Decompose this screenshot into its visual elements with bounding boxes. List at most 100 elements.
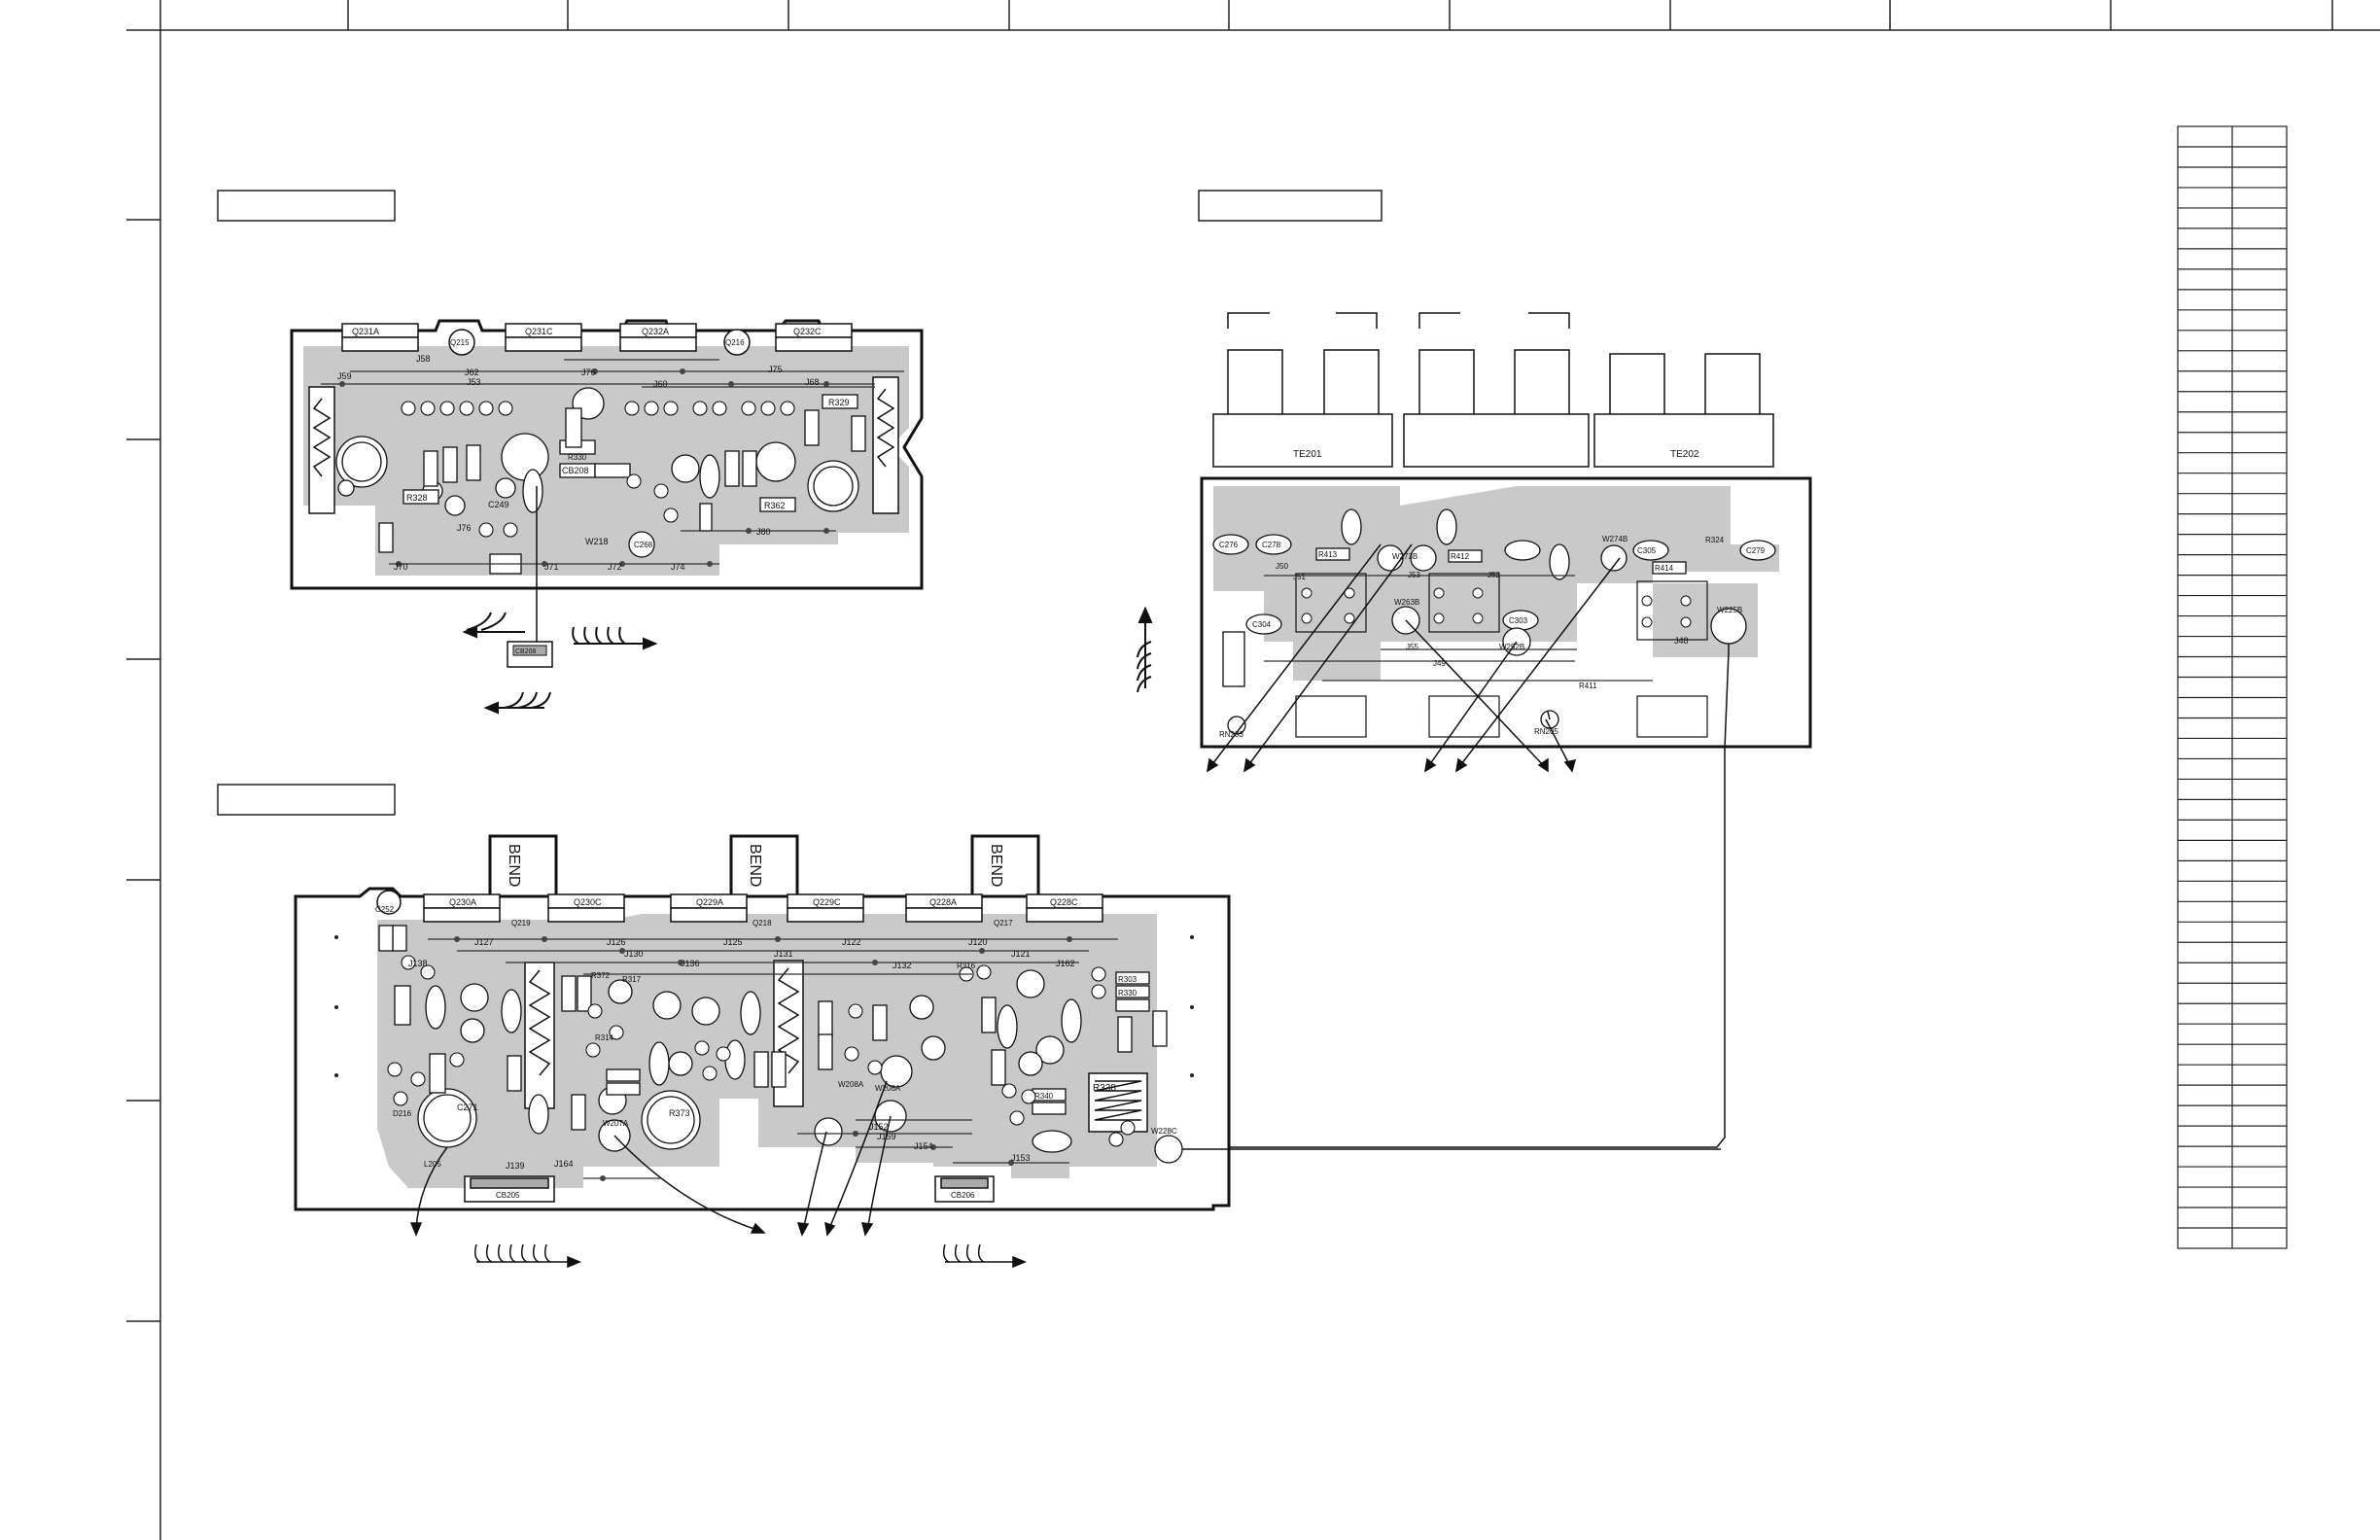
- pads: [387, 955, 1136, 1147]
- jumper-label: J154: [914, 1141, 933, 1151]
- jumper-label: J59: [337, 371, 352, 381]
- transistor-label: Q231A: [352, 327, 379, 336]
- caption-box-top-right: [1198, 190, 1382, 222]
- transistor-label: Q216: [725, 338, 745, 347]
- jumper-label: J72: [608, 562, 622, 572]
- part-label: R329: [828, 398, 850, 407]
- part-label: W208A: [838, 1080, 864, 1089]
- jumper-label: J164: [554, 1159, 574, 1169]
- transistor-label: Q232C: [793, 327, 822, 336]
- part-label: W228C: [1151, 1127, 1177, 1136]
- jumper-label: J58: [416, 354, 431, 364]
- board-bottom: BEND BEND BEND Q230A Q230C Q229A Q229C Q…: [294, 834, 1721, 1269]
- part-label: R373: [669, 1108, 690, 1118]
- right-table: [2177, 125, 2288, 1249]
- part-label: R411: [1579, 682, 1597, 690]
- part-label: W206A: [875, 1084, 901, 1093]
- part-label: C276: [1219, 541, 1239, 549]
- transistor-label: Q230A: [449, 897, 476, 907]
- board-top-left: Q231A Q231C Q232A Q232C Q215 Q216: [290, 319, 924, 715]
- part-label: C304: [1252, 620, 1272, 629]
- jumper-label: J125: [723, 937, 743, 947]
- part-label: C268: [634, 541, 653, 549]
- part-label: W218: [585, 537, 609, 546]
- parts: [335, 387, 866, 575]
- part-label: W274B: [1602, 535, 1628, 543]
- jumper-label: J127: [474, 937, 494, 947]
- connectors: [464, 1175, 995, 1203]
- part-label: R328: [406, 493, 428, 503]
- part-label: R324: [1705, 536, 1725, 544]
- jumper-label: J75: [768, 365, 783, 374]
- part-label: L205: [424, 1160, 441, 1169]
- jumper-label: J53: [467, 377, 481, 387]
- part-label: R317: [622, 975, 642, 984]
- mounting-holes: [1301, 587, 1692, 628]
- caption-box-bottom: [217, 784, 396, 816]
- connector-label: CB208: [515, 648, 537, 655]
- part-label: R338: [1093, 1083, 1116, 1094]
- jumper-label: J55: [1406, 643, 1418, 651]
- sheet-frame: [126, 0, 2380, 1540]
- wire-arrows: [409, 1080, 1721, 1269]
- connector-label: CB206: [951, 1191, 975, 1200]
- jumper-label: J60: [653, 379, 668, 389]
- jumper-label: J76: [457, 523, 472, 533]
- jumper-label: J152: [869, 1122, 889, 1132]
- transistor-label: Q232A: [642, 327, 669, 336]
- jumper-label: J126: [607, 937, 626, 947]
- transistor-row: [341, 323, 853, 356]
- bend-label: BEND: [747, 844, 763, 887]
- wire-lines: [1163, 543, 1730, 1148]
- part-label: W207A: [603, 1119, 629, 1128]
- part-label: C305: [1637, 546, 1657, 555]
- parts: [378, 925, 1183, 1164]
- component-outlines: [1295, 573, 1708, 738]
- jumper-label: J153: [1011, 1153, 1031, 1163]
- jumper-label: J122: [842, 937, 861, 947]
- part-label: R330: [1118, 989, 1138, 998]
- traces: [321, 359, 904, 565]
- copper-pour: [303, 346, 909, 576]
- via-dots: [339, 368, 829, 567]
- part-label: R316: [957, 962, 976, 970]
- part-label: R340: [1034, 1092, 1054, 1101]
- jumper-label: J71: [544, 562, 559, 572]
- zigzag-resistors: [524, 960, 1148, 1133]
- transistor-label: Q229A: [696, 897, 723, 907]
- part-label: W273B: [1392, 552, 1418, 561]
- jumper-label: J120: [968, 937, 988, 947]
- jumper-label: J132: [892, 961, 912, 970]
- jumper-label: J70: [394, 562, 408, 572]
- jack-label-te202: TE202: [1670, 449, 1699, 460]
- transistor-label: Q219: [511, 919, 531, 928]
- up-arrow: [1137, 606, 1153, 693]
- part-label: D216: [393, 1109, 412, 1118]
- part-label: CB208: [562, 466, 589, 475]
- table-rows: [2178, 146, 2287, 1229]
- jumper-label: J138: [408, 959, 428, 968]
- jumper-label: J121: [1011, 949, 1031, 959]
- part-label: W225B: [1717, 606, 1742, 614]
- part-label: C303: [1509, 616, 1528, 625]
- edge-resistors: [308, 376, 899, 514]
- jumper-label: J62: [465, 368, 479, 377]
- part-label: R414: [1655, 564, 1674, 573]
- pads: [401, 401, 795, 538]
- jumper-label: J136: [681, 959, 700, 968]
- board-top-right: TE201 TE202: [1137, 312, 1812, 1148]
- part-label: R314: [595, 1033, 614, 1042]
- jack-brackets: [1227, 312, 1570, 329]
- part-label: C279: [1746, 546, 1766, 555]
- jumper-label: J76: [581, 368, 596, 377]
- part-label: R330: [568, 453, 587, 462]
- part-label: C252: [375, 905, 395, 914]
- traces: [1264, 575, 1653, 682]
- jumper-label: J80: [756, 527, 771, 537]
- part-label: RN203: [1219, 730, 1243, 739]
- part-label: R303: [1118, 975, 1138, 984]
- transistor-label: Q230C: [574, 897, 602, 907]
- transistor-label: Q229C: [813, 897, 841, 907]
- part-label: C249: [488, 500, 509, 509]
